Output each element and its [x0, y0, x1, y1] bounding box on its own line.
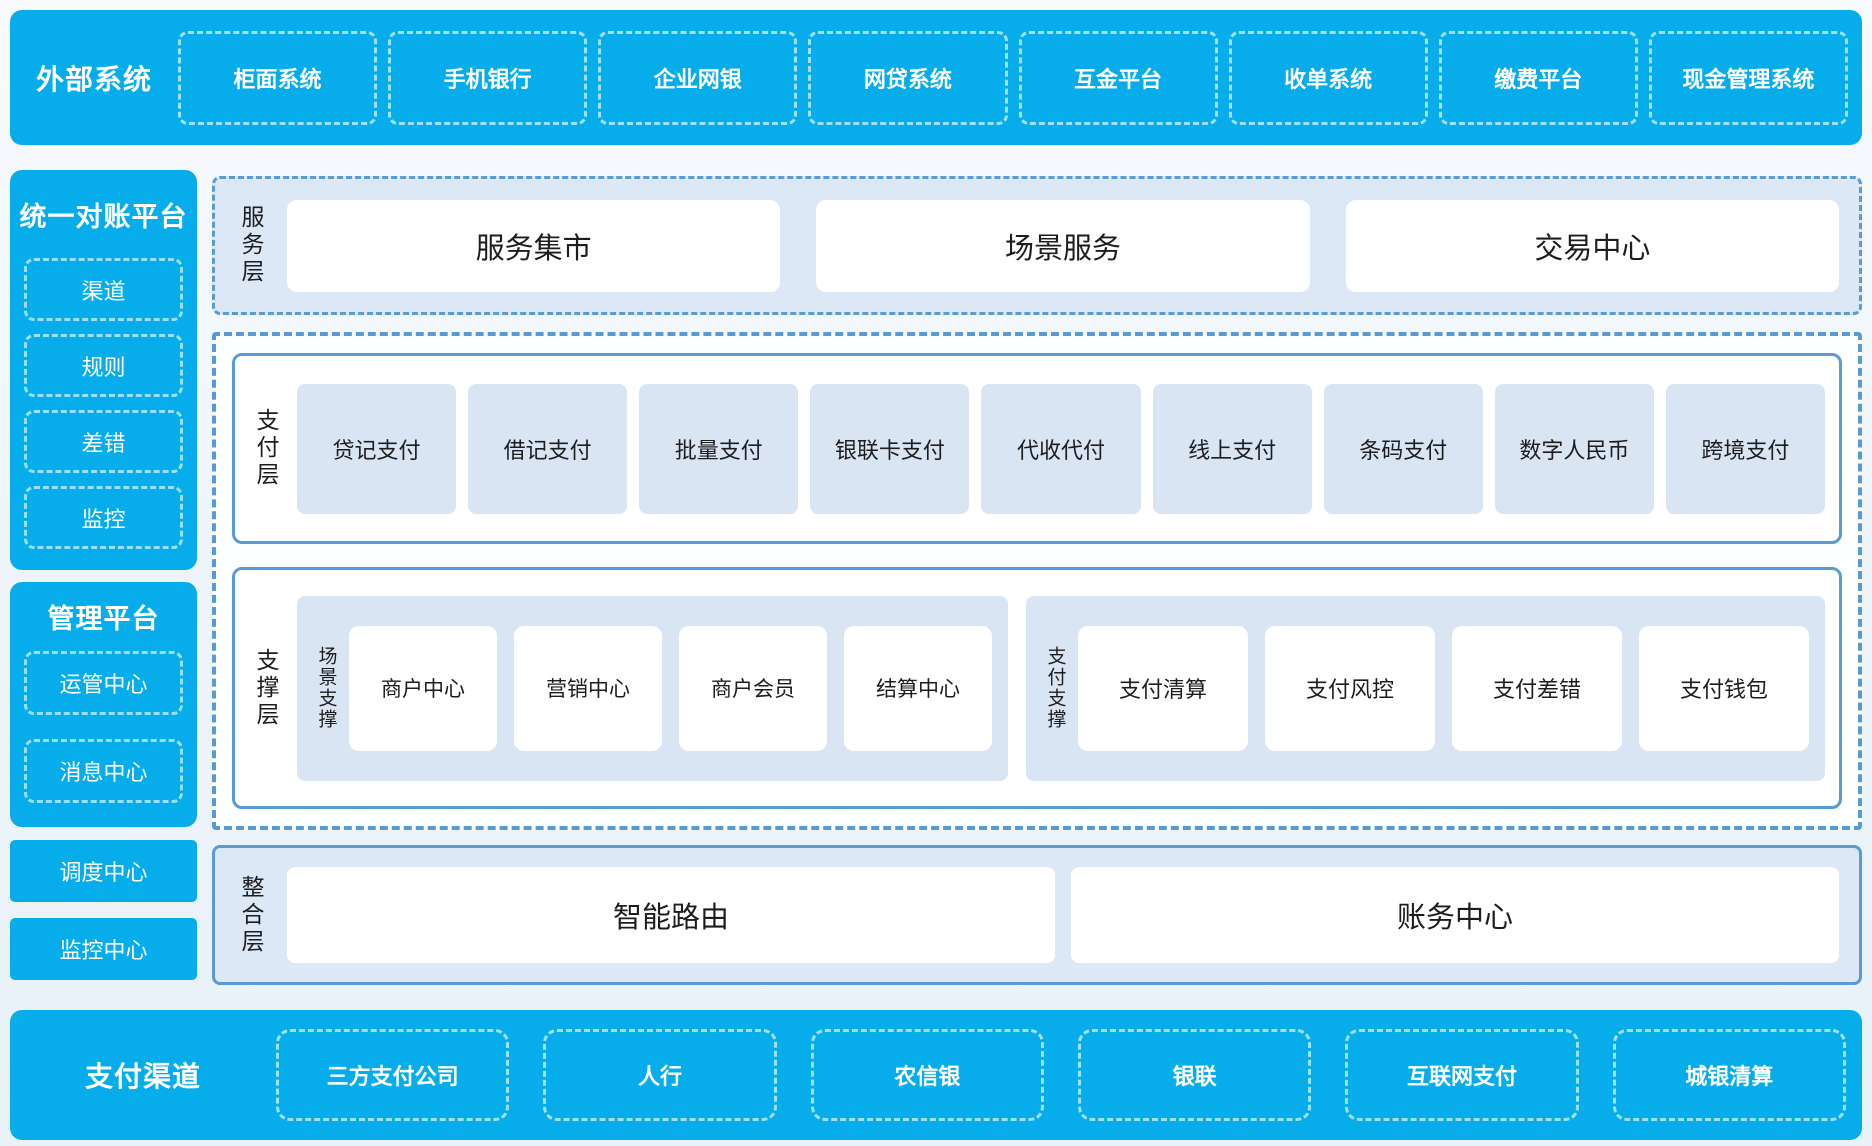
service-layer-panel: 服务层 服务集市 场景服务 交易中心	[212, 176, 1862, 315]
payment-channels-items: 三方支付公司 人行 农信银 银联 互联网支付 城银清算	[276, 1029, 1846, 1121]
service-layer-label: 服务层	[238, 205, 264, 286]
payment-support-label: 支付支撑	[1044, 646, 1066, 730]
service-box: 场景服务	[816, 199, 1310, 292]
scene-support-box: 结算中心	[844, 625, 992, 751]
payment-box: 批量支付	[639, 383, 799, 514]
payment-box: 数字人民币	[1494, 383, 1654, 514]
monitor-center-box: 监控中心	[10, 918, 197, 980]
scene-support-box: 营销中心	[514, 625, 662, 751]
payment-channel-box: 互联网支付	[1345, 1029, 1579, 1121]
payment-box: 银联卡支付	[810, 383, 970, 514]
service-layer-row: 服务集市 场景服务 交易中心	[287, 199, 1839, 292]
dispatch-center-box: 调度中心	[10, 840, 197, 902]
payment-support-box: 支付差错	[1452, 625, 1623, 751]
external-systems-bar: 外部系统 柜面系统 手机银行 企业网银 网贷系统 互金平台 收单系统 缴费平台 …	[10, 10, 1862, 145]
payment-channel-box: 银联	[1077, 1029, 1312, 1121]
payment-channel-box: 城银清算	[1612, 1029, 1846, 1121]
external-system-box: 缴费平台	[1438, 30, 1638, 125]
reconciliation-item: 监控	[24, 486, 183, 549]
payment-box: 贷记支付	[297, 383, 457, 514]
payment-box: 条码支付	[1323, 383, 1483, 514]
payment-support-group: 支付支撑 支付清算 支付风控 支付差错 支付钱包	[1026, 595, 1825, 781]
payment-channels-title: 支付渠道	[84, 1061, 201, 1092]
reconciliation-platform-panel: 统一对账平台 渠道 规则 差错 监控	[10, 170, 197, 570]
payment-layer-row: 贷记支付 借记支付 批量支付 银联卡支付 代收代付 线上支付 条码支付 数字人民…	[297, 383, 1825, 514]
integration-box: 智能路由	[287, 867, 1055, 963]
reconciliation-platform-title: 统一对账平台	[19, 201, 188, 232]
reconciliation-item: 差错	[24, 410, 183, 473]
integration-layer-panel: 整合层 智能路由 账务中心	[212, 845, 1862, 985]
management-platform-title: 管理平台	[47, 604, 160, 634]
reconciliation-item: 规则	[24, 334, 183, 397]
payment-box: 跨境支付	[1665, 383, 1825, 514]
service-box: 交易中心	[1345, 199, 1839, 292]
payment-support-row: 支付清算 支付风控 支付差错 支付钱包	[1078, 625, 1810, 751]
payment-channel-box: 农信银	[810, 1029, 1044, 1121]
external-system-box: 网贷系统	[808, 30, 1008, 125]
external-systems-items: 柜面系统 手机银行 企业网银 网贷系统 互金平台 收单系统 缴费平台 现金管理系…	[178, 30, 1848, 125]
scene-support-label: 场景支撑	[315, 646, 337, 730]
payment-box: 线上支付	[1152, 383, 1312, 514]
payment-box: 代收代付	[981, 383, 1141, 514]
scene-support-row: 商户中心 营销中心 商户会员 结算中心	[349, 625, 992, 751]
payment-support-box: 支付风控	[1265, 625, 1436, 751]
core-layers-dashed-panel: 支付层 贷记支付 借记支付 批量支付 银联卡支付 代收代付 线上支付 条码支付 …	[212, 332, 1862, 830]
management-platform-panel: 管理平台 运管中心 消息中心	[10, 582, 197, 827]
external-system-box: 柜面系统	[178, 30, 378, 125]
scene-support-group: 场景支撑 商户中心 营销中心 商户会员 结算中心	[297, 595, 1009, 781]
service-box: 服务集市	[287, 199, 781, 292]
support-layer-label: 支撑层	[253, 647, 279, 729]
reconciliation-item: 渠道	[24, 258, 183, 321]
external-system-box: 企业网银	[598, 30, 798, 125]
scene-support-box: 商户会员	[679, 625, 827, 751]
integration-layer-label: 整合层	[238, 874, 264, 956]
payment-channel-box: 三方支付公司	[276, 1029, 510, 1121]
payment-box: 借记支付	[468, 383, 628, 514]
management-item: 运管中心	[24, 651, 183, 715]
external-system-box: 现金管理系统	[1648, 30, 1848, 125]
scene-support-box: 商户中心	[349, 625, 497, 751]
support-layer-panel: 支撑层 场景支撑 商户中心 营销中心 商户会员 结算中心 支付支撑 支付清算 支…	[232, 567, 1842, 809]
payment-layer-label: 支付层	[253, 408, 279, 489]
payment-support-box: 支付清算	[1078, 625, 1249, 751]
payment-channels-bar: 支付渠道 三方支付公司 人行 农信银 银联 互联网支付 城银清算	[10, 1010, 1862, 1140]
integration-layer-row: 智能路由 账务中心	[287, 867, 1839, 963]
payment-layer-panel: 支付层 贷记支付 借记支付 批量支付 银联卡支付 代收代付 线上支付 条码支付 …	[232, 353, 1842, 544]
management-item: 消息中心	[24, 739, 183, 803]
payment-channel-box: 人行	[543, 1029, 777, 1121]
payment-support-box: 支付钱包	[1639, 625, 1810, 751]
external-systems-title: 外部系统	[35, 63, 152, 95]
external-system-box: 收单系统	[1228, 30, 1428, 125]
external-system-box: 互金平台	[1018, 30, 1218, 125]
external-system-box: 手机银行	[388, 30, 588, 125]
integration-box: 账务中心	[1071, 867, 1839, 963]
support-layer-groups: 场景支撑 商户中心 营销中心 商户会员 结算中心 支付支撑 支付清算 支付风控 …	[297, 595, 1825, 781]
